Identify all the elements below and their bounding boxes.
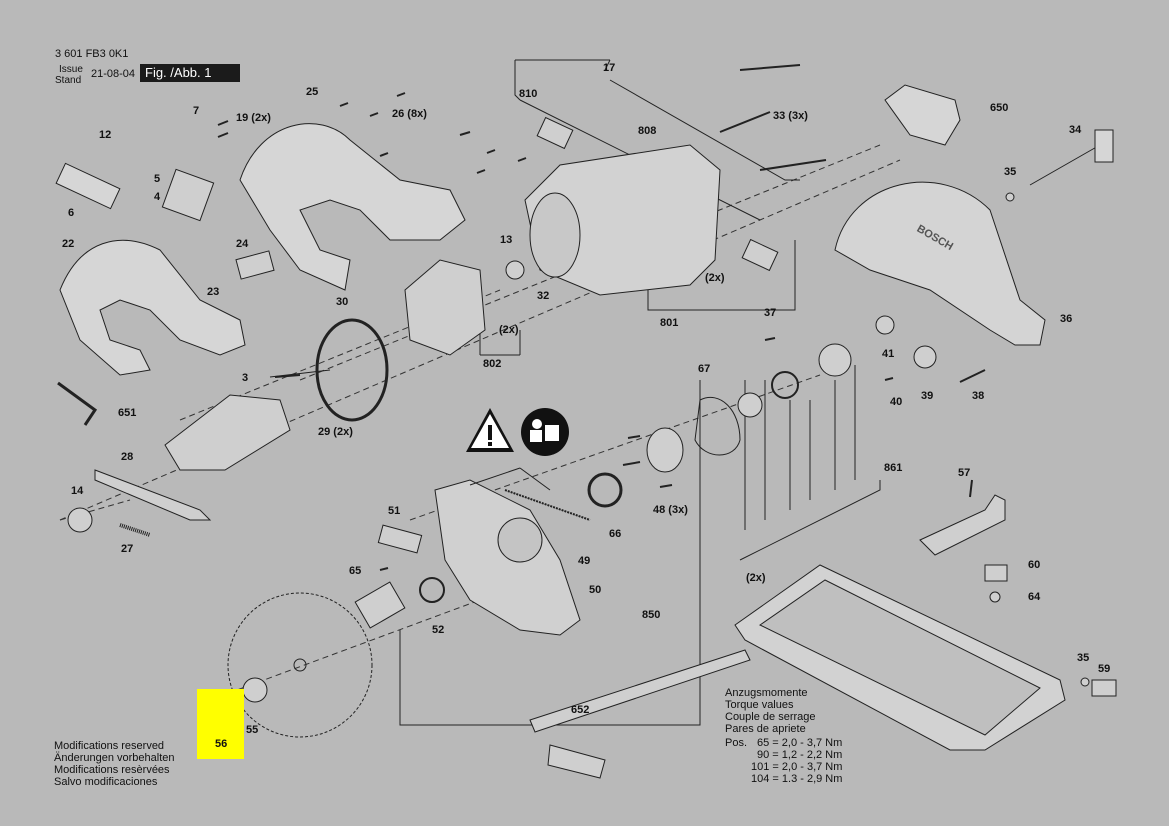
part-14: 14 [71, 485, 84, 497]
part-55: 55 [246, 724, 259, 736]
part-13: 13 [500, 234, 513, 246]
part-27: 27 [121, 543, 134, 555]
part-64: 64 [1028, 591, 1041, 603]
figure-label: Fig. /Abb. 1 [140, 64, 240, 82]
part-652: 652 [571, 704, 590, 716]
warning-icon [466, 408, 514, 452]
part-36: 36 [1060, 313, 1073, 325]
torque-row-101: 101 = 2,0 - 3,7 Nm [751, 761, 843, 773]
issue-date: 21-08-04 [91, 68, 136, 80]
part-5: 5 [154, 173, 161, 185]
part-802: 802 [483, 358, 502, 370]
part-33: 33 (3x) [773, 110, 808, 122]
part-808: 808 [638, 125, 657, 137]
part-66: 66 [609, 528, 622, 540]
note-es: Salvo modificaciones [54, 776, 158, 788]
article-number: 3 601 FB3 0K1 [55, 48, 129, 60]
part-32: 32 [537, 290, 550, 302]
part-861: 861 [884, 462, 903, 474]
part-29: 29 (2x) [318, 426, 353, 438]
part-49: 49 [578, 555, 591, 567]
torque-values: Anzugsmomente Torque values Couple de se… [725, 687, 816, 735]
part-26: 26 (8x) [392, 108, 427, 120]
part-30: 30 [336, 296, 349, 308]
torque-row-65: 65 = 2,0 - 3,7 Nm [757, 737, 843, 749]
part-39: 39 [921, 390, 934, 402]
part-2x-802: (2x) [499, 324, 519, 336]
part-35-upper: 35 [1004, 166, 1017, 178]
part-4: 4 [154, 191, 161, 203]
part-35-lower: 35 [1077, 652, 1090, 664]
part-650: 650 [990, 102, 1009, 114]
part-57: 57 [958, 467, 971, 479]
highlight-56 [197, 689, 244, 759]
torque-pos-label: Pos. [725, 737, 748, 749]
torque-title-es: Pares de apriete [725, 723, 806, 735]
issue-label: Issue [59, 64, 83, 75]
part-56: 56 [215, 738, 228, 750]
torque-row-90: 90 = 1,2 - 2,2 Nm [757, 749, 843, 761]
part-2x-861: (2x) [746, 572, 766, 584]
part-28: 28 [121, 451, 134, 463]
part-25: 25 [306, 86, 319, 98]
part-7: 7 [193, 105, 200, 117]
note-fr: Modifications resèrvées [54, 764, 170, 776]
part-51: 51 [388, 505, 401, 517]
part-801: 801 [660, 317, 679, 329]
part-17: 17 [603, 62, 616, 74]
part-34: 34 [1069, 124, 1082, 136]
part-651: 651 [118, 407, 137, 419]
part-40: 40 [890, 396, 903, 408]
part-23: 23 [207, 286, 220, 298]
part-19: 19 (2x) [236, 112, 271, 124]
part-48: 48 (3x) [653, 504, 688, 516]
part-50: 50 [589, 584, 602, 596]
part-2x-801: (2x) [705, 272, 725, 284]
part-3: 3 [242, 372, 249, 384]
part-24: 24 [236, 238, 249, 250]
torque-title-fr: Couple de serrage [725, 711, 816, 723]
torque-row-104: 104 = 1.3 - 2,9 Nm [751, 773, 843, 785]
part-850: 850 [642, 609, 661, 621]
part-38: 38 [972, 390, 985, 402]
part-810: 810 [519, 88, 538, 100]
part-52: 52 [432, 624, 445, 636]
stand-label: Stand [55, 75, 82, 86]
read-manual-icon [521, 408, 569, 456]
torque-title-de: Anzugsmomente [725, 687, 808, 699]
part-37: 37 [764, 307, 777, 319]
part-12: 12 [99, 129, 112, 141]
part-65: 65 [349, 565, 362, 577]
part-6: 6 [68, 207, 75, 219]
part-59: 59 [1098, 663, 1111, 675]
note-de: Änderungen vorbehalten [54, 752, 175, 764]
part-67: 67 [698, 363, 711, 375]
torque-title-en: Torque values [725, 699, 794, 711]
part-22: 22 [62, 238, 75, 250]
note-en: Modifications reserved [54, 740, 165, 752]
part-60: 60 [1028, 559, 1041, 571]
part-41: 41 [882, 348, 895, 360]
